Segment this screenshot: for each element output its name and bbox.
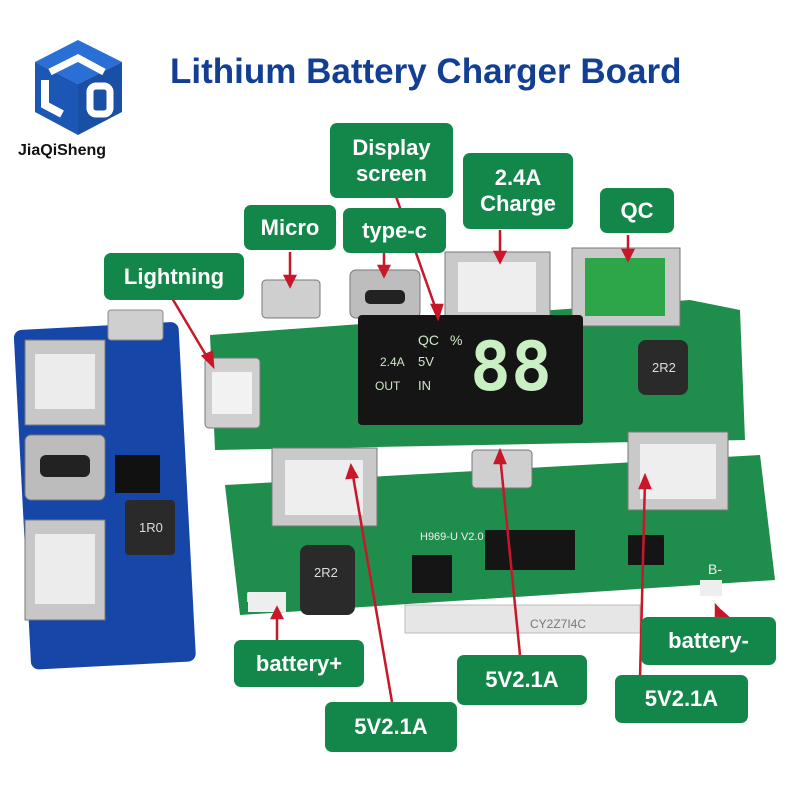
label-micro: Micro — [244, 205, 336, 250]
label-battery-plus: battery+ — [234, 640, 364, 687]
label-type-c: type-c — [343, 208, 446, 253]
led-display — [358, 315, 583, 425]
label-5v21a-left: 5V2.1A — [325, 702, 457, 752]
display-5v: 5V — [418, 354, 434, 369]
board-model: H969-U V2.0 — [420, 531, 484, 543]
coil-label: 1R0 — [139, 520, 163, 535]
brand-name: JiaQiSheng — [18, 142, 107, 159]
display-charger-board: 2R2 88 QC % 5V 2.4A IN OUT — [204, 247, 745, 450]
blue-charger-board: 1R0 — [13, 309, 196, 670]
label-qc: QC — [600, 188, 674, 233]
display-qc: QC — [418, 332, 439, 348]
label-battery-minus: battery- — [641, 617, 776, 665]
display-out: OUT — [375, 379, 401, 393]
label-5v21a-right: 5V2.1A — [615, 675, 748, 723]
bottom-chip-text: CY2Z7I4C — [530, 617, 586, 631]
dual-usb-charger-board: 2R2 H969-U V2.0 B+ B- CY2Z7I4C — [225, 431, 775, 634]
b-minus-pad: B- — [708, 561, 722, 577]
jiaqisheng-logo — [35, 40, 122, 135]
display-in: IN — [418, 378, 431, 393]
label-5v21a-center: 5V2.1A — [457, 655, 587, 705]
label-lightning: Lightning — [104, 253, 244, 300]
b-plus-pad: B+ — [246, 589, 264, 605]
display-percent: % — [450, 332, 462, 348]
label-24a-charge: 2.4A Charge — [463, 153, 573, 229]
coil-label: 2R2 — [314, 565, 338, 580]
display-24a: 2.4A — [380, 355, 405, 369]
display-digits: 88 — [470, 328, 552, 407]
coil-label: 2R2 — [652, 360, 676, 375]
page-title: Lithium Battery Charger Board — [170, 52, 682, 91]
label-display-screen: Display screen — [330, 123, 453, 198]
